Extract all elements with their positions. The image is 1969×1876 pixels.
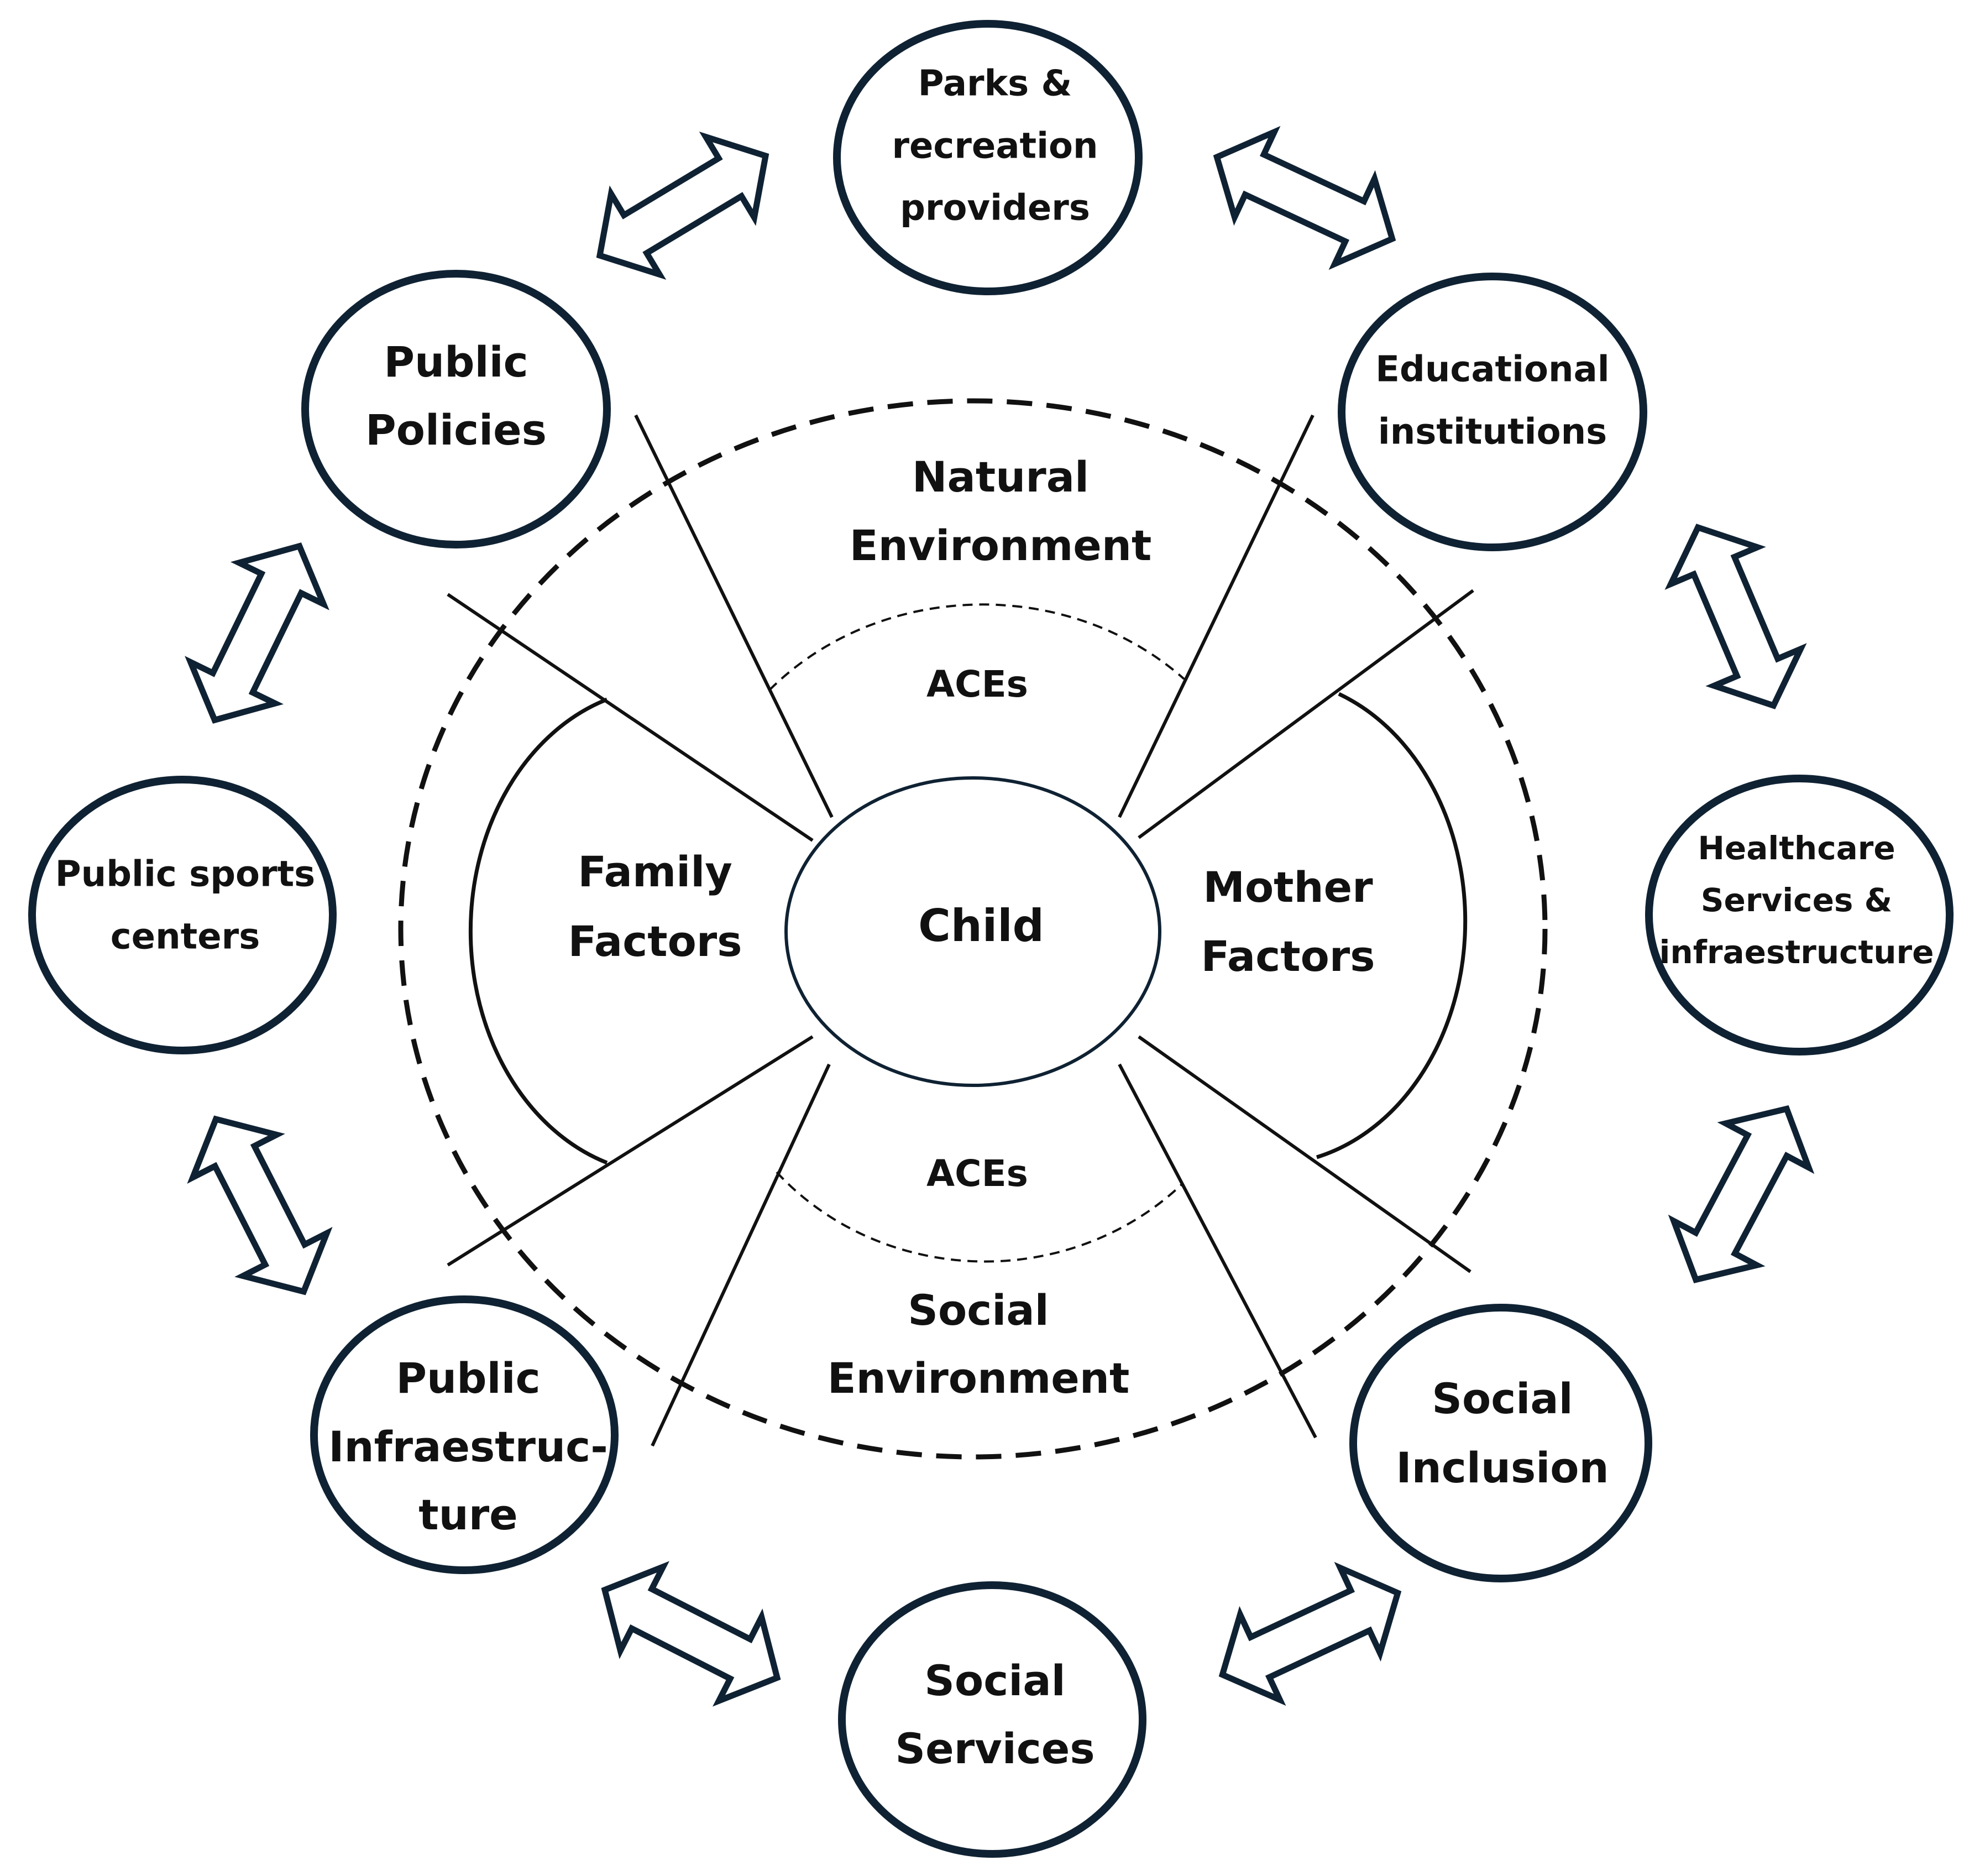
node-ellipse bbox=[833, 20, 1143, 295]
node-ellipse bbox=[1338, 273, 1647, 551]
node-label: providers bbox=[900, 188, 1090, 229]
node-label: Parks & bbox=[918, 64, 1072, 104]
spoke-line bbox=[1118, 1063, 1317, 1439]
node-label: centers bbox=[111, 917, 260, 958]
node-ellipse bbox=[28, 776, 337, 1054]
node-ellipse bbox=[1645, 775, 1954, 1055]
child-label: Child bbox=[918, 900, 1044, 952]
node-public-infrastructure: Public Infraestruc- ture bbox=[310, 1295, 619, 1574]
node-label: recreation bbox=[892, 126, 1098, 167]
double-arrow-icon bbox=[583, 1548, 798, 1720]
double-arrow-icon bbox=[1654, 509, 1816, 724]
node-label: Inclusion bbox=[1396, 1443, 1609, 1492]
node-ellipse bbox=[301, 270, 611, 548]
spoke-lines bbox=[447, 414, 1474, 1447]
family-factors-arc bbox=[468, 697, 608, 1165]
node-label: Services & bbox=[1701, 881, 1892, 919]
double-arrow-icon bbox=[1654, 1087, 1828, 1302]
double-arrow-icon bbox=[575, 116, 790, 296]
aces-bottom-arc bbox=[776, 1171, 1184, 1263]
node-label: infraestructure bbox=[1659, 933, 1934, 971]
node-label: ture bbox=[418, 1490, 517, 1539]
node-ellipse bbox=[1349, 1304, 1652, 1582]
double-arrow-icon bbox=[172, 525, 342, 740]
node-label: Policies bbox=[365, 405, 547, 454]
node-label: Public bbox=[396, 1354, 540, 1403]
outer-dashed-ellipse bbox=[398, 398, 1548, 1460]
aces-top-arc bbox=[768, 603, 1185, 691]
spoke-line bbox=[634, 414, 834, 818]
node-label: Infraestruc- bbox=[328, 1422, 608, 1471]
spoke-line bbox=[1138, 1035, 1471, 1273]
node-label: Public bbox=[384, 337, 528, 386]
aces-bottom-label: ACEs bbox=[926, 1152, 1028, 1195]
node-social-services: Social Services bbox=[838, 1581, 1146, 1858]
natural-environment-label: Environment bbox=[850, 521, 1152, 570]
double-arrow-icon bbox=[1202, 1550, 1417, 1717]
double-arrow-icon bbox=[174, 1098, 345, 1313]
node-ellipse bbox=[310, 1295, 619, 1574]
node-educational-institutions: Educational institutions bbox=[1338, 273, 1647, 551]
node-parks-recreation: Parks & recreation providers bbox=[833, 20, 1143, 295]
node-healthcare-services: Healthcare Services & infraestructure bbox=[1645, 775, 1954, 1055]
natural-environment-label: Natural bbox=[912, 452, 1089, 501]
node-label: Healthcare bbox=[1698, 829, 1895, 867]
social-environment-label: Social bbox=[908, 1285, 1049, 1335]
node-public-sports-centers: Public sports centers bbox=[28, 776, 337, 1054]
spoke-line bbox=[1138, 589, 1474, 839]
node-label: institutions bbox=[1378, 412, 1607, 453]
child-ellipse bbox=[784, 776, 1161, 1087]
family-factors-label: Family bbox=[578, 847, 732, 896]
double-arrow-icon bbox=[1197, 114, 1412, 281]
node-ellipse bbox=[838, 1581, 1146, 1858]
node-social-inclusion: Social Inclusion bbox=[1349, 1304, 1652, 1582]
node-label: Services bbox=[895, 1724, 1095, 1773]
social-environment-label: Environment bbox=[828, 1354, 1130, 1403]
family-factors-label: Factors bbox=[568, 917, 742, 966]
node-public-policies: Public Policies bbox=[301, 270, 611, 548]
mother-factors-label: Mother bbox=[1203, 863, 1373, 912]
node-label: Social bbox=[1432, 1374, 1573, 1423]
spoke-line bbox=[1118, 414, 1315, 818]
spoke-line bbox=[447, 593, 814, 842]
node-label: Educational bbox=[1375, 349, 1609, 390]
spoke-line bbox=[447, 1035, 814, 1267]
node-label: Public sports bbox=[55, 854, 316, 895]
mother-factors-label: Factors bbox=[1201, 932, 1375, 981]
node-label: Social bbox=[924, 1656, 1065, 1705]
aces-top-label: ACEs bbox=[926, 663, 1028, 706]
mother-factors-arc bbox=[1316, 692, 1468, 1159]
